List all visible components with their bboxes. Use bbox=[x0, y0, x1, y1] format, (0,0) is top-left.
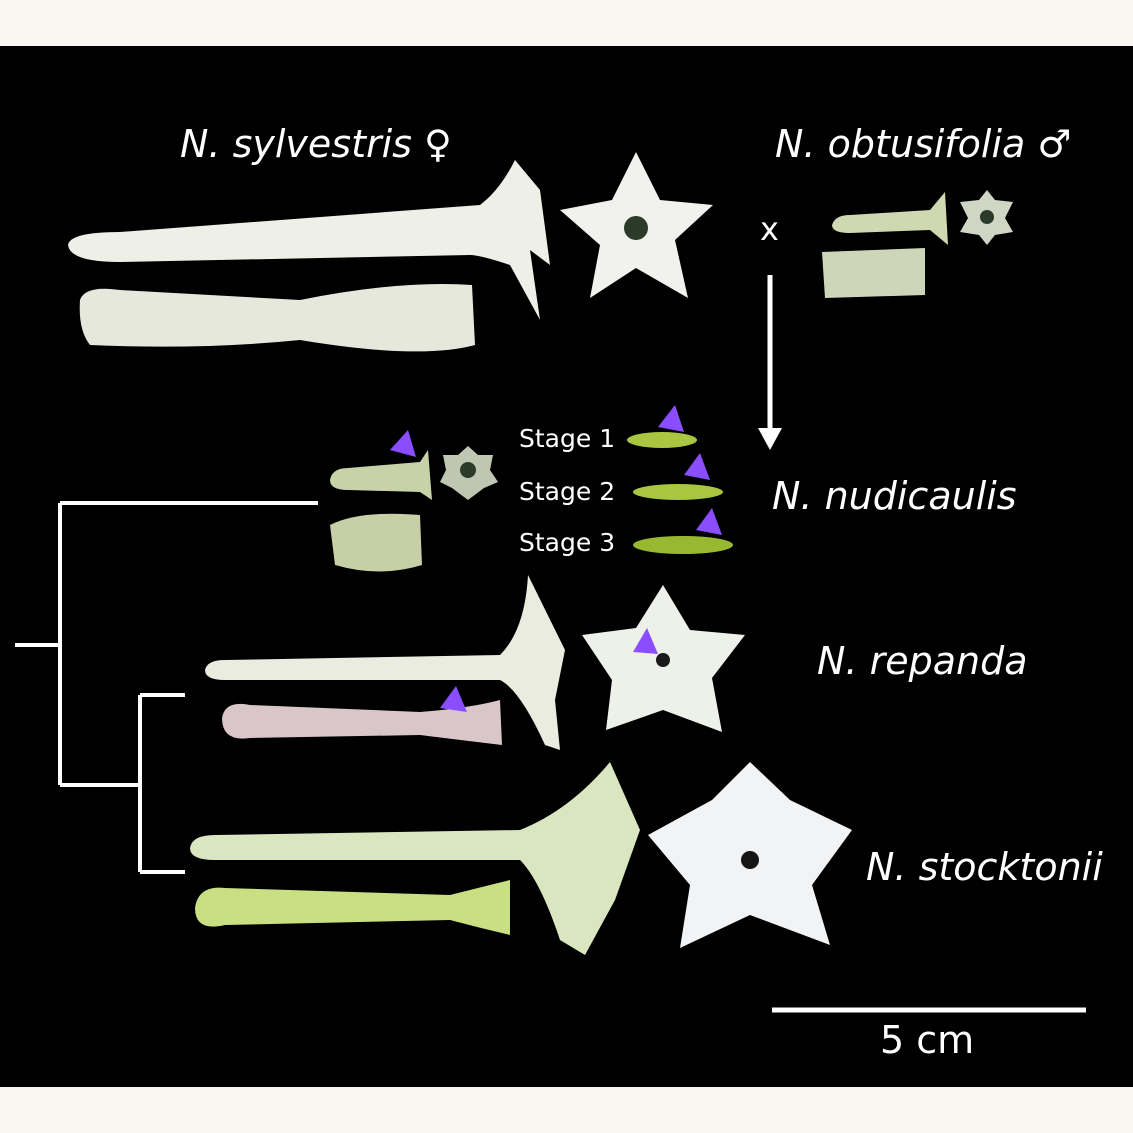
label-obtusifolia: N. obtusifolia ♂ bbox=[775, 122, 1072, 166]
flower-stocktonii bbox=[190, 762, 852, 955]
flower-nudicaulis bbox=[330, 432, 733, 572]
flower-sylvestris bbox=[68, 152, 713, 352]
label-stocktonii: N. stocktonii bbox=[866, 845, 1103, 889]
scale-bar-label: 5 cm bbox=[880, 1018, 975, 1062]
cross-symbol: x bbox=[760, 210, 779, 248]
bud-stage-1 bbox=[627, 432, 697, 448]
arrowhead-marker bbox=[633, 628, 658, 654]
cross-arrow bbox=[758, 275, 782, 450]
arrowhead-markers bbox=[390, 405, 722, 712]
arrowhead-marker bbox=[658, 405, 684, 432]
arrowhead-marker bbox=[684, 453, 710, 480]
phylogeny-tree bbox=[15, 501, 318, 874]
arrowhead-marker bbox=[390, 430, 416, 457]
flower-repanda bbox=[205, 575, 745, 750]
label-sylvestris: N. sylvestris ♀ bbox=[180, 122, 452, 166]
label-stage-2: Stage 2 bbox=[519, 477, 616, 506]
label-nudicaulis: N. nudicaulis bbox=[772, 474, 1017, 518]
bud-stage-3 bbox=[633, 536, 733, 554]
label-repanda: N. repanda bbox=[817, 639, 1028, 683]
arrowhead-marker bbox=[440, 686, 467, 712]
label-stage-3: Stage 3 bbox=[519, 528, 616, 557]
flower-obtusifolia bbox=[822, 190, 1013, 298]
label-stage-1: Stage 1 bbox=[519, 424, 616, 453]
bud-stage-2 bbox=[633, 484, 723, 500]
arrowhead-marker bbox=[696, 508, 722, 535]
